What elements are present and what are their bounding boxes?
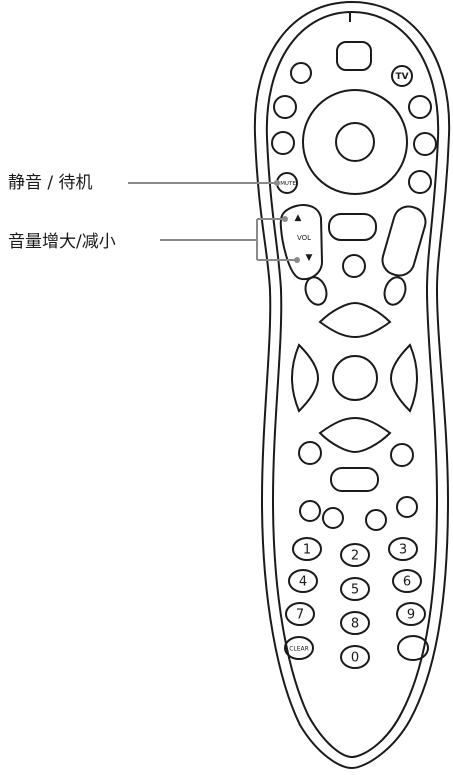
remote-body-inner-outline	[265, 10, 440, 759]
nav-ok-button	[335, 122, 375, 162]
keypad-key-4	[288, 569, 318, 593]
keypad-key-2-label: 2	[351, 549, 359, 564]
dpad-center	[332, 355, 378, 401]
remote-body-outline	[253, 0, 451, 770]
keypad-key-9-label: 9	[407, 608, 415, 623]
keypad-key-3-label: 3	[399, 543, 407, 558]
color-button-3	[365, 509, 387, 531]
keypad-key-9	[396, 602, 426, 626]
keypad-key-3	[388, 537, 418, 561]
lower-left-button	[298, 441, 322, 465]
keypad-key-6-label: 6	[403, 575, 411, 590]
center-pill-button	[328, 213, 377, 241]
vol-label: VOL	[297, 234, 311, 242]
dpad-up	[318, 301, 392, 339]
keypad-key-5-label: 5	[351, 583, 359, 598]
keypad-key-7	[285, 602, 315, 626]
mute-standby-callout-label: 静音 / 待机	[8, 173, 93, 193]
keypad-key-0	[340, 645, 370, 669]
vol-up-glyph: ▲	[295, 213, 302, 223]
color-button-2	[322, 507, 344, 529]
top-left-button	[290, 62, 312, 84]
middle-round-button	[342, 254, 366, 278]
right-button-1	[408, 95, 432, 119]
keypad-key-4-label: 4	[299, 575, 307, 590]
keypad-key-5	[340, 577, 370, 601]
tv-label: TV	[395, 72, 408, 82]
right-tall-button	[381, 205, 427, 277]
keypad-key-6	[392, 569, 422, 593]
keypad-key-blank	[397, 635, 429, 661]
volume-down-callout-dot	[294, 257, 300, 263]
keypad-key-2	[340, 543, 370, 567]
dpad-down	[318, 416, 392, 454]
color-button-1	[299, 500, 321, 522]
volume-rocker	[279, 204, 324, 281]
keypad-key-1	[292, 537, 322, 561]
keypad-key-1-label: 1	[303, 543, 311, 558]
keypad-key-7-label: 7	[296, 608, 304, 623]
keypad-key-0-label: 0	[351, 651, 359, 666]
left-button-2	[271, 131, 295, 155]
keypad-key-clear-label: CLEAR	[289, 646, 309, 653]
left-oval-button	[304, 276, 328, 306]
mute-label: MUTE	[280, 181, 296, 187]
left-button-1	[273, 95, 297, 119]
right-button-3	[408, 170, 432, 194]
right-button-2	[413, 132, 437, 156]
volume-callout-label: 音量增大/减小	[8, 232, 116, 252]
keypad-key-clear	[284, 636, 314, 660]
lower-right-button	[390, 443, 414, 467]
right-oval-button	[383, 276, 407, 306]
keypad-key-8	[340, 611, 370, 635]
lower-center-pill	[330, 467, 379, 492]
dpad-left	[290, 343, 320, 413]
top-center-button	[336, 41, 372, 71]
dpad-right	[389, 343, 419, 413]
volume-up-callout-dot	[282, 216, 288, 222]
tv-button	[391, 65, 413, 87]
nav-ring	[302, 89, 408, 195]
mute-callout-dot	[274, 180, 280, 186]
color-button-4	[396, 496, 418, 518]
volume-callout-bracket	[160, 218, 297, 261]
keypad-key-8-label: 8	[351, 617, 359, 632]
vol-down-glyph: ▼	[306, 253, 313, 263]
